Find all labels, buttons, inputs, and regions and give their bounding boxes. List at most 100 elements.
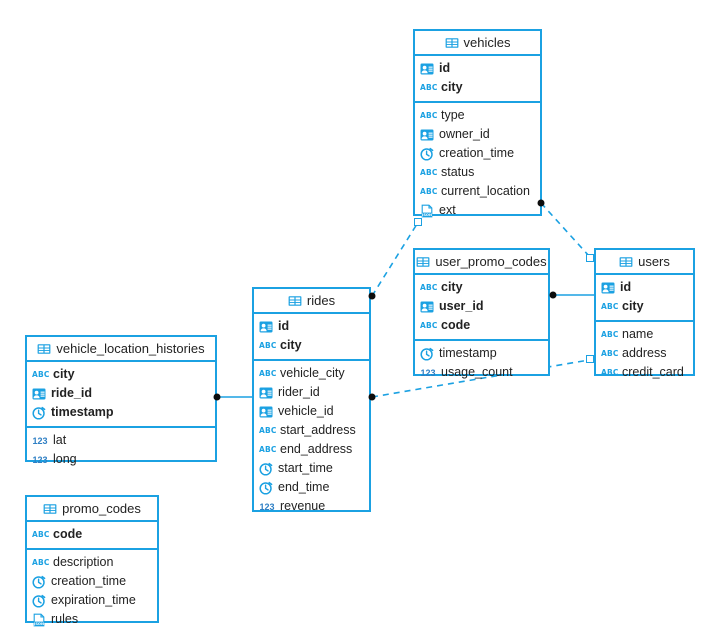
field-label: start_time (278, 461, 333, 476)
field-row-timestamp[interactable]: timestamp (415, 344, 548, 363)
table-icon (288, 294, 302, 308)
entity-title: promo_codes (62, 501, 141, 516)
cardinality-many-marker (368, 393, 376, 401)
entity-header-vehicles[interactable]: vehicles (415, 31, 540, 56)
field-label: credit_card (622, 365, 684, 380)
cardinality-one-marker (586, 254, 594, 262)
field-label: usage_count (441, 365, 513, 380)
relationship-edge-rides-to-vehicles[interactable] (371, 223, 418, 297)
entity-header-vehicle_location_histories[interactable]: vehicle_location_histories (27, 337, 215, 362)
field-row-creation_time[interactable]: creation_time (415, 144, 540, 163)
field-label: id (620, 280, 632, 295)
field-label: type (441, 108, 465, 123)
json-icon: JSON (420, 204, 434, 218)
number-icon: 123 (259, 501, 275, 512)
table-icon (619, 255, 633, 269)
field-label: address (622, 346, 667, 361)
abc-text-icon: ABC (601, 301, 619, 311)
field-row-id[interactable]: id (254, 317, 369, 336)
field-label: city (441, 80, 463, 95)
field-row-timestamp[interactable]: timestamp (27, 403, 215, 422)
field-row-long[interactable]: 123 long (27, 450, 215, 469)
abc-text-icon: ABC (32, 529, 50, 539)
entity-title: user_promo_codes (435, 254, 547, 269)
cardinality-many-marker (537, 199, 545, 207)
field-label: description (53, 555, 114, 570)
field-row-owner_id[interactable]: owner_id (415, 125, 540, 144)
entity-header-user_promo_codes[interactable]: user_promo_codes (415, 250, 548, 275)
field-label: creation_time (51, 574, 127, 589)
field-row-end_time[interactable]: end_time (254, 478, 369, 497)
entity-header-promo_codes[interactable]: promo_codes (27, 497, 157, 522)
field-row-id[interactable]: id (415, 59, 540, 78)
abc-text-icon: ABC (420, 320, 438, 330)
field-label: current_location (441, 184, 530, 199)
field-row-start_time[interactable]: start_time (254, 459, 369, 478)
abc-text-icon: ABC (601, 329, 619, 339)
field-row-user_id[interactable]: user_id (415, 297, 548, 316)
field-row-creation_time[interactable]: creation_time (27, 572, 157, 591)
field-label: code (441, 318, 471, 333)
abc-text-icon: ABC (32, 369, 50, 379)
field-row-expiration_time[interactable]: expiration_time (27, 591, 157, 610)
field-row-ride_id[interactable]: ride_id (27, 384, 215, 403)
number-icon: 123 (32, 454, 48, 465)
svg-text:JSON: JSON (33, 622, 44, 626)
table-icon (416, 255, 430, 269)
field-row-revenue[interactable]: 123 revenue (254, 497, 369, 516)
field-row-id[interactable]: id (596, 278, 693, 297)
table-icon (43, 502, 57, 516)
field-label: user_id (439, 299, 484, 314)
field-label: code (53, 527, 83, 542)
abc-text-icon: ABC (420, 167, 438, 177)
field-label: id (439, 61, 451, 76)
clock-icon (32, 406, 46, 420)
field-label: revenue (280, 499, 326, 514)
entity-header-users[interactable]: users (596, 250, 693, 275)
field-label: city (441, 280, 463, 295)
cardinality-one-marker (414, 218, 422, 226)
json-icon: JSON (32, 613, 46, 627)
entity-title: rides (306, 293, 336, 308)
field-row-vehicle_id[interactable]: vehicle_id (254, 402, 369, 421)
table-icon (37, 342, 51, 356)
field-label: rider_id (278, 385, 320, 400)
field-label: long (53, 452, 77, 467)
field-label: owner_id (439, 127, 490, 142)
entity-header-rides[interactable]: rides (254, 289, 369, 314)
field-row-rider_id[interactable]: rider_id (254, 383, 369, 402)
svg-text:JSON: JSON (421, 213, 432, 217)
